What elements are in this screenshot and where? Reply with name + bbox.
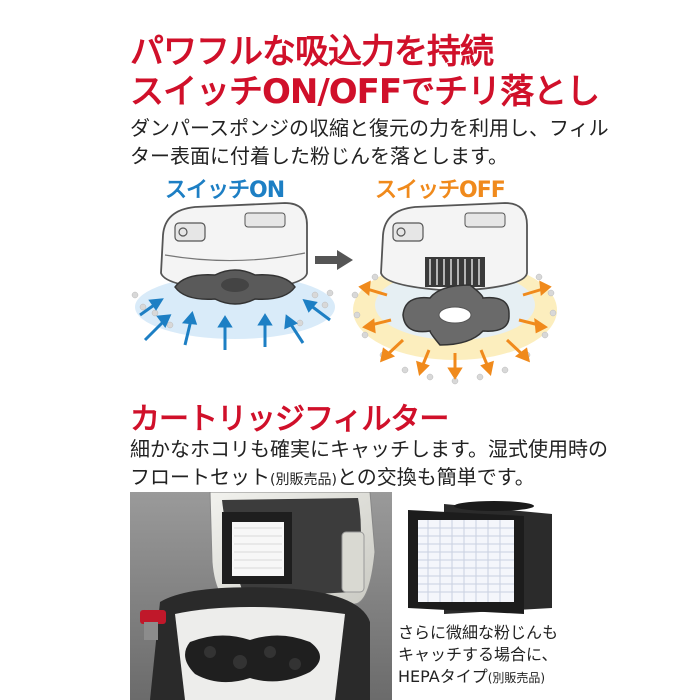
hepa-filter-photo — [404, 500, 556, 618]
switch-off-unit-illustration — [351, 202, 557, 385]
float-set-text: フロートセット — [130, 465, 270, 489]
sold-separately-note: (別販売品) — [270, 472, 337, 488]
switch-on-unit-illustration — [131, 202, 335, 350]
cartridge-filter-title: カートリッジフィルター — [130, 402, 449, 437]
switch-on-label: スイッチON — [165, 178, 285, 203]
hepa-caption-line3: HEPAタイプ(別販売品) — [398, 666, 698, 689]
cartridge-description-line2: フロートセット(別販売品)との交換も簡単です。 — [130, 463, 690, 494]
description-1: ダンパースポンジの収縮と復元の力を利用し、フィル ター表面に付着した粉じんを落と… — [130, 114, 690, 170]
cartridge-description-line1: 細かなホコリも確実にキャッチします。湿式使用時の — [130, 437, 608, 461]
headline-line2: スイッチON/OFFでチリ落とし — [130, 72, 600, 112]
hepa-caption-line2: キャッチする場合に、 — [398, 645, 558, 664]
hepa-caption-line1: さらに微細な粉じんも — [398, 623, 559, 642]
description-1-line2: ター表面に付着した粉じんを落とします。 — [130, 144, 508, 168]
description-1-line1: ダンパースポンジの収縮と復元の力を利用し、フィル — [130, 116, 609, 140]
cartridge-description: 細かなホコリも確実にキャッチします。湿式使用時の フロートセット(別販売品)との… — [130, 435, 690, 494]
hepa-type-text: HEPAタイプ — [398, 667, 488, 686]
cartridge-description-line2-end: との交換も簡単です。 — [336, 465, 535, 489]
filter-diagram — [131, 202, 557, 385]
cartridge-filter-photo — [130, 492, 392, 700]
transition-arrow — [315, 250, 353, 270]
hepa-sold-separately-note: (別販売品) — [487, 671, 546, 685]
hepa-caption: さらに微細な粉じんも キャッチする場合に、 HEPAタイプ(別販売品) — [398, 622, 698, 689]
headline-line1: パワフルな吸込力を持続 — [130, 32, 494, 72]
switch-off-label: スイッチOFF — [375, 178, 506, 203]
